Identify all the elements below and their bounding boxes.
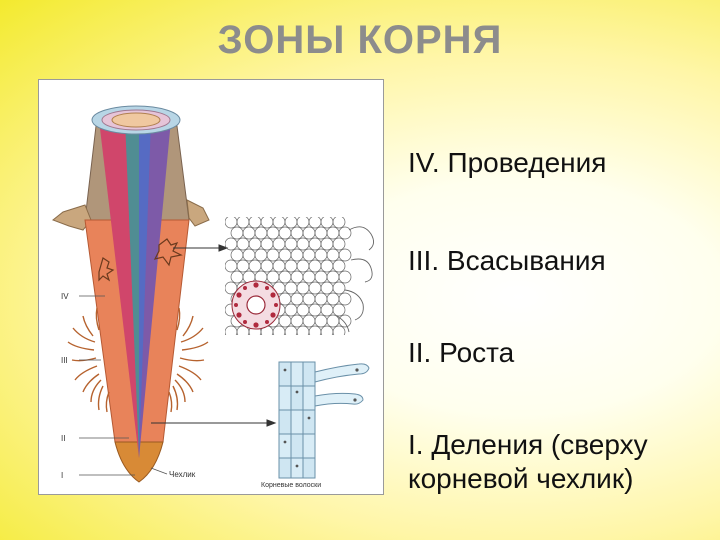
zone-conduction: IV. Проведения [408,146,606,180]
zone-division-root-cap: корневой чехлик) [408,462,633,496]
central-cylinder-detail [232,281,280,329]
zone-marker-iii: III [61,356,68,365]
page-title: ЗОНЫ КОРНЯ [0,18,720,63]
cross-section-stele [112,113,160,127]
zone-division: I. Деления (сверху [408,428,648,462]
zone-growth: II. Роста [408,336,514,370]
cross-section-hairs [337,227,374,332]
root-zones-figure: IV III II I Чехлик [38,79,384,495]
root-hairs-label: Корневые волоски [261,482,321,489]
cap-label: Чехлик [169,470,196,479]
zone-absorption: III. Всасывания [408,244,606,278]
zone-marker-i: I [61,471,63,480]
zone-marker-ii: II [61,434,65,443]
zone-marker-iv: IV [61,292,69,301]
bark-fragments-left [53,205,91,230]
root-hair-detail [279,362,369,478]
root-diagram: IV III II I Чехлик [39,80,385,496]
bark-fragments-right [187,200,209,226]
